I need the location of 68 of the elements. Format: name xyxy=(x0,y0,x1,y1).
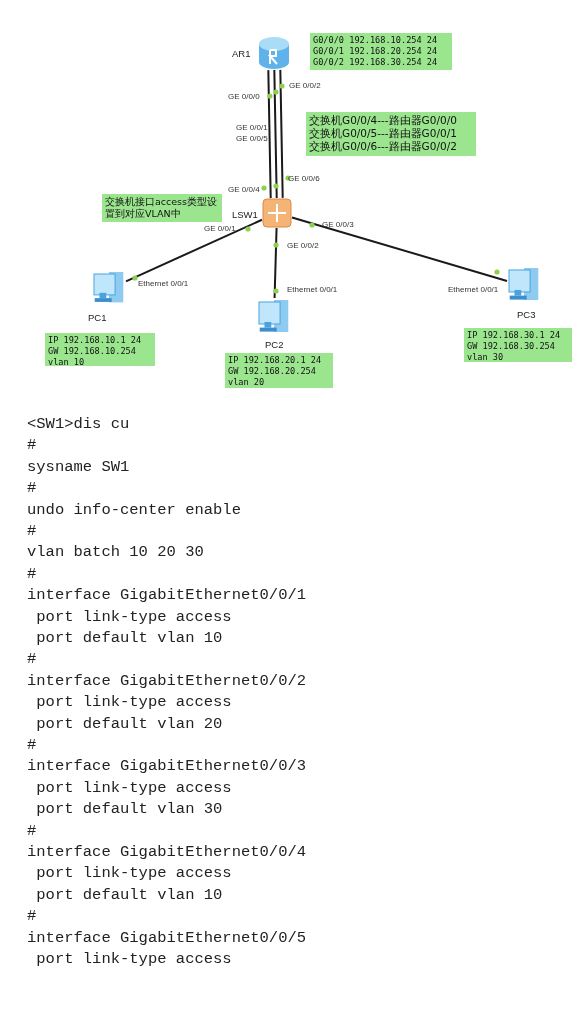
router-icon xyxy=(258,36,290,70)
note-text: GW 192.168.10.254 xyxy=(48,346,137,357)
config-line: vlan batch 10 20 30 xyxy=(27,543,204,562)
config-line: # xyxy=(27,436,37,455)
config-line: port link-type access xyxy=(35,864,232,883)
note-text: IP 192.168.20.1 24 xyxy=(228,355,323,366)
config-line: interface GigabitEthernet0/0/4 xyxy=(27,843,307,861)
config-line: port default vlan 20 xyxy=(35,714,223,733)
note-box xyxy=(45,333,155,366)
device-name: LSW1 xyxy=(232,209,258,220)
connection-line xyxy=(273,227,278,299)
note-box xyxy=(306,112,476,156)
note-text: IP 192.168.10.1 24 xyxy=(48,335,143,346)
config-line: # xyxy=(27,522,37,540)
device-name: AR1 xyxy=(232,48,251,59)
config-line: sysname SW1 xyxy=(27,457,130,476)
config-line: # xyxy=(27,907,37,926)
connection-line xyxy=(291,216,508,282)
connection-line xyxy=(273,69,278,199)
note-text: 交换机G0/0/5---路由器G0/0/1 xyxy=(309,127,458,140)
note-text: GW 192.168.20.254 xyxy=(228,366,317,377)
config-line: # xyxy=(27,479,37,498)
note-text: G0/0/0 192.168.10.254 24 xyxy=(313,35,439,46)
port-label: GE 0/0/4 xyxy=(228,185,260,194)
connection-line xyxy=(125,218,263,283)
config-line: interface GigabitEthernet0/0/5 xyxy=(27,928,307,947)
connection-line xyxy=(267,69,272,200)
device-name: PC1 xyxy=(88,312,107,323)
port-label: GE 0/0/5 xyxy=(236,134,268,143)
note-box xyxy=(225,353,333,388)
port-label: GE 0/0/6 xyxy=(288,174,320,183)
port-label: GE 0/0/0 xyxy=(228,92,260,101)
note-text: G0/0/2 192.168.30.254 24 xyxy=(313,57,439,68)
note-text: 交换机接口access类型设置到对应VLAN中 xyxy=(105,196,218,220)
config-line: interface GigabitEthernet0/0/2 xyxy=(27,671,307,690)
device-name: PC2 xyxy=(265,339,284,350)
port-label: GE 0/0/1 xyxy=(236,123,268,132)
note-text: 交换机G0/0/6---路由器G0/0/2 xyxy=(309,140,458,153)
config-line: interface GigabitEthernet0/0/3 xyxy=(27,757,307,776)
port-label: GE 0/0/1 xyxy=(204,224,236,233)
connection-line xyxy=(279,68,284,199)
note-text: vlan 20 xyxy=(228,377,266,388)
note-text: 交换机G0/0/4---路由器G0/0/0 xyxy=(309,114,458,127)
config-line: port link-type access xyxy=(35,950,232,968)
note-text: vlan 30 xyxy=(467,352,505,363)
note-box xyxy=(310,33,452,70)
config-line: # xyxy=(27,736,37,754)
switch-icon xyxy=(262,198,292,228)
note-text: G0/0/1 192.168.20.254 24 xyxy=(313,46,439,57)
config-line: port default vlan 30 xyxy=(35,800,223,819)
config-line: <SW1>dis cu xyxy=(27,415,130,433)
port-label: GE 0/0/2 xyxy=(287,241,319,250)
note-text: vlan 10 xyxy=(48,357,86,368)
note-box xyxy=(464,328,572,362)
config-line: port link-type access xyxy=(35,607,232,626)
config-line: port link-type access xyxy=(35,778,232,797)
config-line: port default vlan 10 xyxy=(35,629,223,647)
device-name: PC3 xyxy=(517,309,536,320)
config-line: port link-type access xyxy=(35,693,232,712)
note-text: GW 192.168.30.254 xyxy=(467,341,556,352)
port-label: GE 0/0/2 xyxy=(289,81,321,90)
note-text: IP 192.168.30.1 24 xyxy=(467,330,562,341)
config-line: undo info-center enable xyxy=(27,500,241,519)
config-line: # xyxy=(27,650,37,669)
config-line: interface GigabitEthernet0/0/1 xyxy=(27,586,307,605)
config-line: # xyxy=(27,821,37,840)
config-line: # xyxy=(27,564,37,583)
config-line: port default vlan 10 xyxy=(35,885,223,904)
